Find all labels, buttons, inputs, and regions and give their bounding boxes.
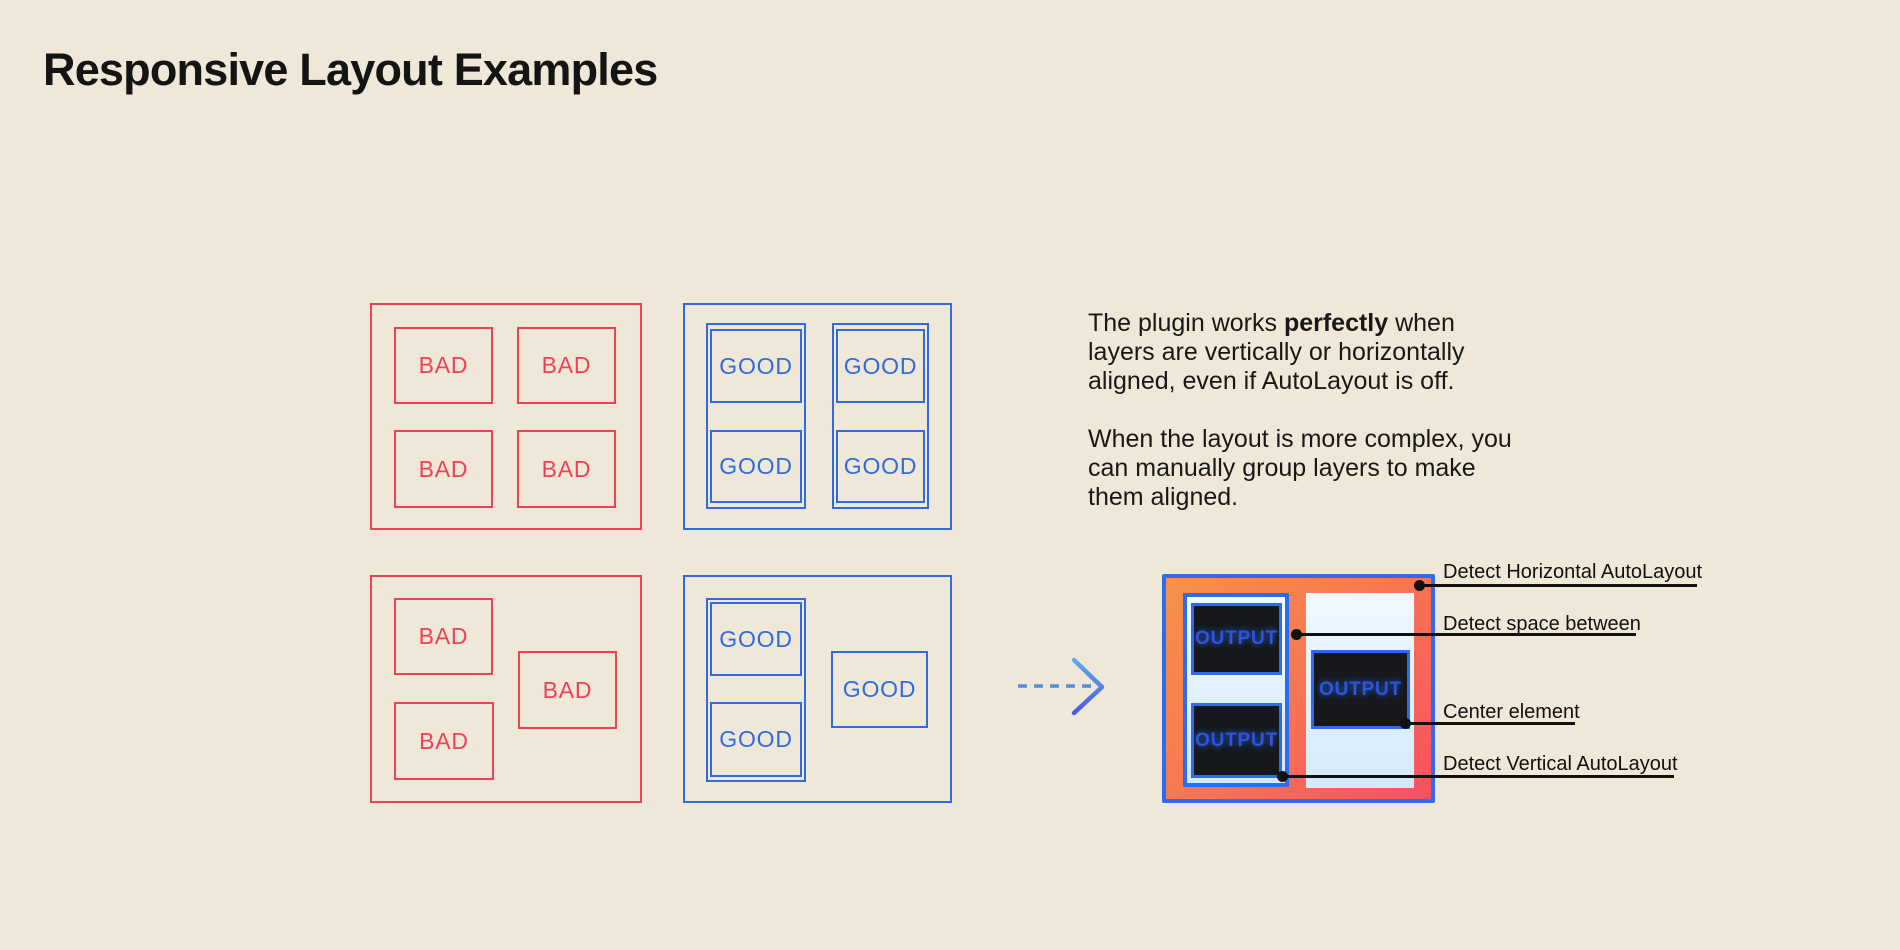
- good-box: GOOD: [710, 430, 802, 503]
- annotation-label: Center element: [1443, 701, 1580, 723]
- good-box: GOOD: [710, 602, 802, 676]
- annotation-line: [1297, 633, 1636, 636]
- good-box: GOOD: [836, 430, 925, 503]
- page-title: Responsive Layout Examples: [43, 44, 658, 95]
- description-paragraph: The plugin works perfectly when layers a…: [1088, 309, 1512, 512]
- desc-bold-text: perfectly: [1283, 309, 1389, 337]
- good-box: GOOD: [831, 651, 928, 728]
- bad-box: BAD: [394, 430, 493, 508]
- bad-box: BAD: [394, 327, 493, 404]
- desc-text: when: [1388, 309, 1455, 337]
- bad-box: BAD: [394, 598, 493, 675]
- annotation-label: Detect Horizontal AutoLayout: [1443, 561, 1703, 583]
- good-group: GOOD GOOD: [706, 598, 806, 782]
- annotation-line: [1283, 775, 1674, 778]
- output-box: OUTPUT: [1311, 650, 1410, 729]
- arrow-right-icon: [1018, 657, 1105, 716]
- output-example-frame: OUTPUT OUTPUT OUTPUT: [1162, 574, 1435, 803]
- bad-box: BAD: [517, 327, 616, 404]
- output-box: OUTPUT: [1191, 703, 1282, 778]
- paragraph-spacer: [1088, 396, 1512, 425]
- annotation-dot: [1291, 629, 1302, 640]
- annotation-label: Detect Vertical AutoLayout: [1443, 753, 1678, 775]
- annotation-dot: [1414, 580, 1425, 591]
- desc-text: The plugin works: [1088, 309, 1284, 337]
- annotation-line: [1420, 584, 1697, 587]
- output-box: OUTPUT: [1191, 603, 1282, 675]
- bad-box: BAD: [518, 651, 617, 729]
- good-group: GOOD GOOD: [832, 323, 929, 509]
- good-box: GOOD: [710, 702, 802, 777]
- bad-box: BAD: [517, 430, 616, 508]
- good-layout-example-1: GOOD GOOD GOOD GOOD: [683, 303, 952, 530]
- bad-box: BAD: [394, 702, 494, 780]
- annotation-label: Detect space between: [1443, 613, 1641, 635]
- good-box: GOOD: [710, 329, 802, 403]
- desc-line: layers are vertically or horizontally: [1088, 338, 1465, 366]
- output-vertical-group: OUTPUT OUTPUT: [1183, 593, 1289, 787]
- annotation-line: [1406, 722, 1575, 725]
- desc-line: The plugin works perfectly when: [1088, 309, 1512, 338]
- desc-line: them aligned.: [1088, 483, 1239, 511]
- bad-layout-example-2: BAD BAD BAD: [370, 575, 642, 803]
- desc-line: When the layout is more complex, you: [1088, 425, 1512, 453]
- bad-layout-example-1: BAD BAD BAD BAD: [370, 303, 642, 530]
- good-layout-example-2: GOOD GOOD GOOD: [683, 575, 952, 803]
- good-box: GOOD: [836, 329, 925, 403]
- desc-line: can manually group layers to make: [1088, 454, 1476, 482]
- good-group: GOOD GOOD: [706, 323, 806, 509]
- annotation-dot: [1400, 718, 1411, 729]
- desc-line: aligned, even if AutoLayout is off.: [1088, 367, 1455, 395]
- annotation-dot: [1277, 771, 1288, 782]
